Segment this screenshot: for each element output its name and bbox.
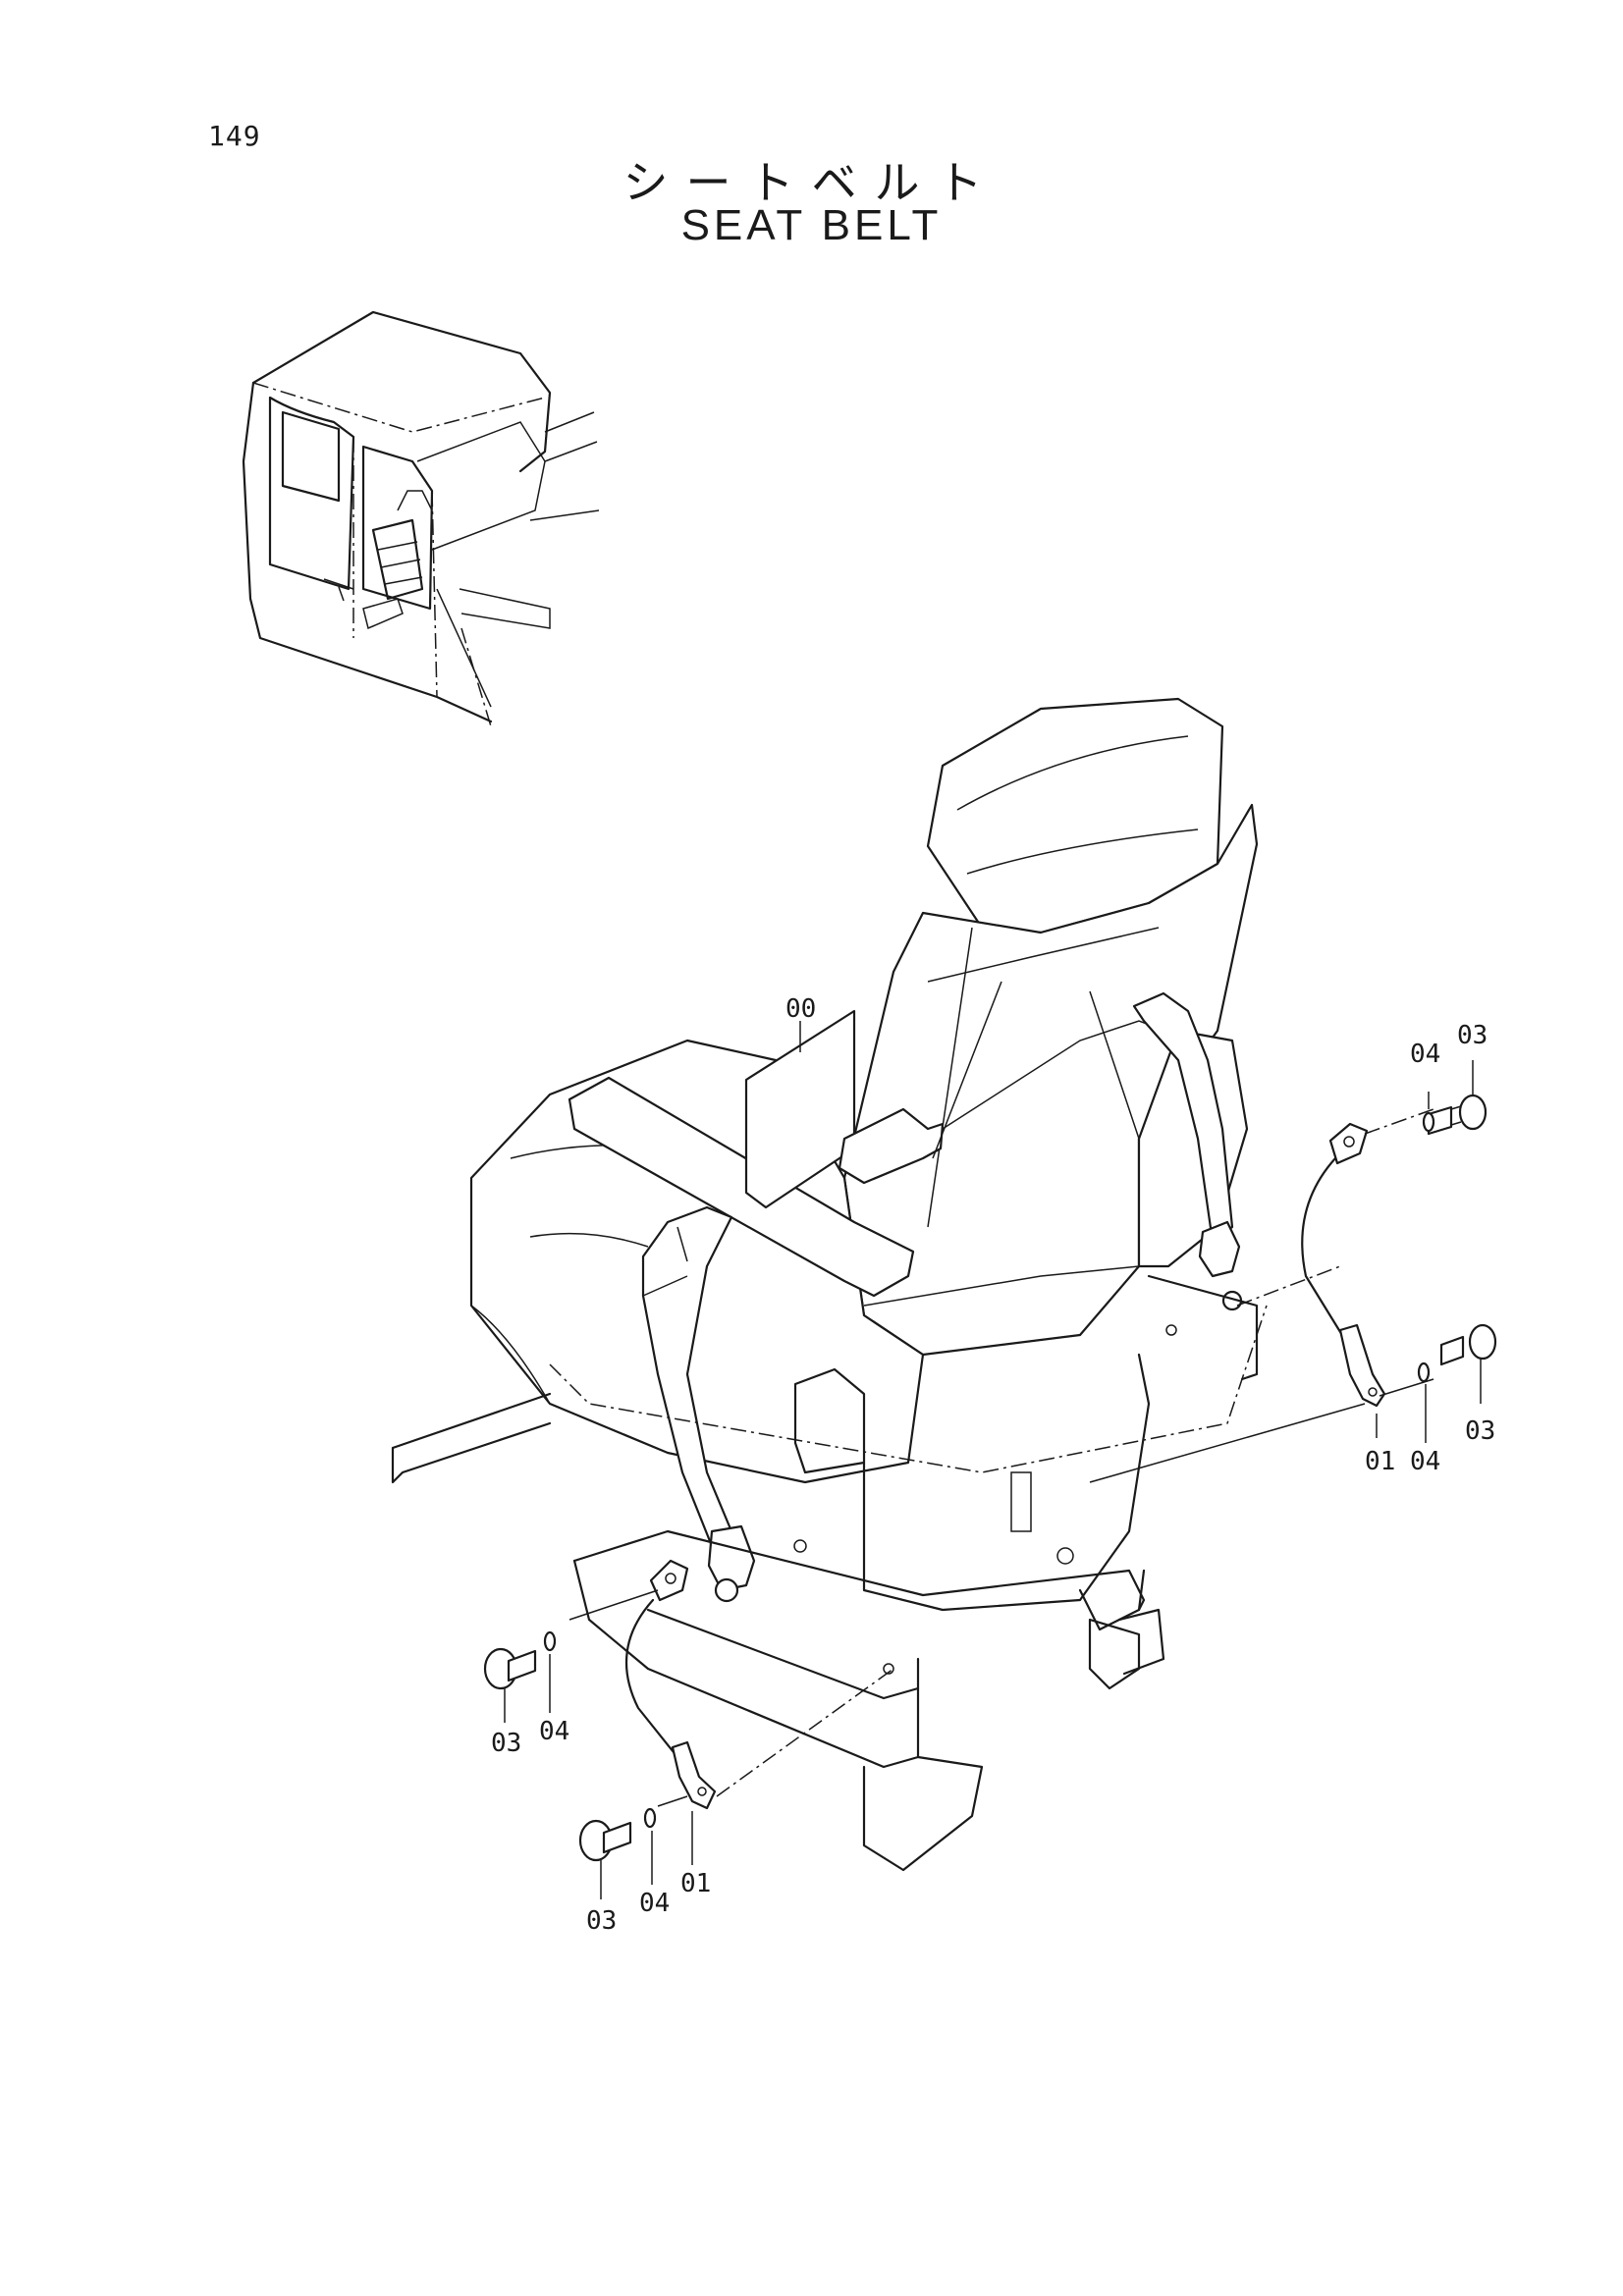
title-english: SEAT BELT — [680, 201, 943, 249]
label-anchor-right: 01 — [1365, 1447, 1395, 1476]
label-bolt-left-top: 03 — [491, 1729, 521, 1758]
label-anchor-left: 01 — [680, 1869, 711, 1898]
left-bolt-bottom — [578, 1819, 632, 1899]
left-washer-top — [543, 1630, 557, 1713]
label-washer-right-bottom: 04 — [1410, 1447, 1440, 1476]
left-bolt-top — [483, 1647, 537, 1723]
label-washer-left-top: 04 — [539, 1717, 569, 1746]
right-washer-bottom — [1417, 1362, 1431, 1443]
label-seat-assembly: 00 — [785, 994, 816, 1024]
seat-illustration — [391, 697, 1268, 1872]
label-bolt-right-top: 03 — [1457, 1021, 1488, 1050]
right-bolt-bottom — [1439, 1323, 1497, 1404]
left-washer-bottom — [643, 1807, 657, 1885]
right-washer-top — [1422, 1092, 1435, 1133]
right-bolt-top — [1427, 1060, 1488, 1136]
cab-locator-illustration — [242, 310, 600, 727]
anchor-cable-right — [1089, 1108, 1434, 1483]
label-bolt-left-bottom: 03 — [586, 1906, 617, 1936]
title-japanese: シートベルト — [622, 156, 1001, 209]
label-washer-left-bottom: 04 — [639, 1889, 670, 1918]
page-number: 149 — [208, 120, 261, 152]
label-bolt-right-bottom: 03 — [1465, 1416, 1495, 1446]
label-washer-right-top: 04 — [1410, 1040, 1440, 1069]
anchor-cable-left — [568, 1559, 894, 1810]
